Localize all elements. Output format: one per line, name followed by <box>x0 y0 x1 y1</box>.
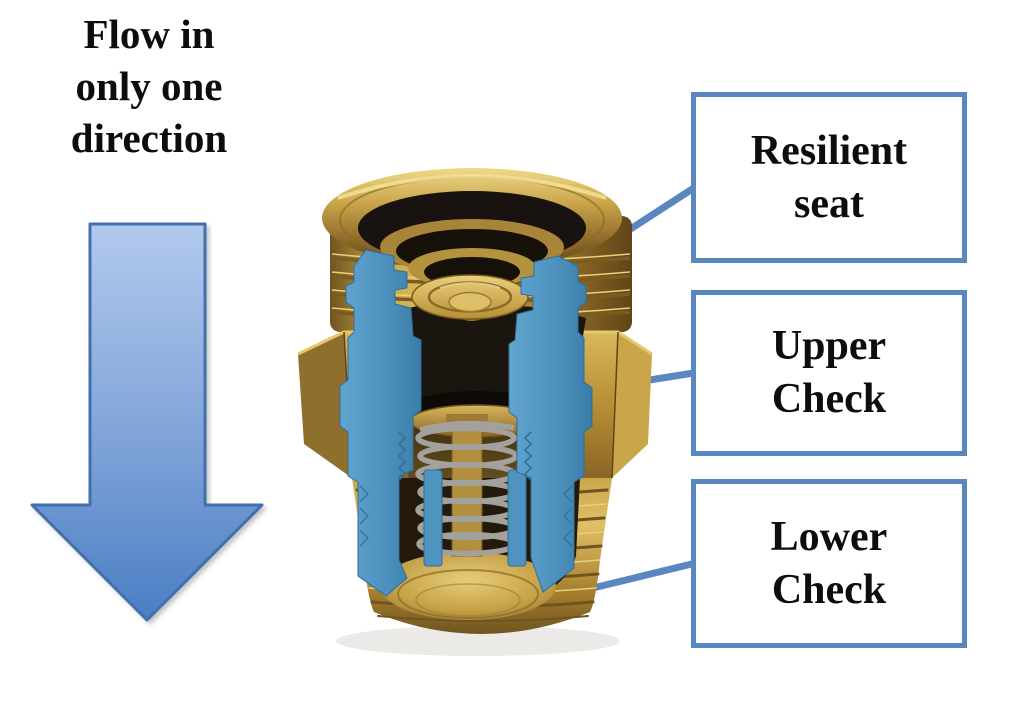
callout-lower-check-line-1: Lower <box>770 513 888 560</box>
flow-direction-line-3: direction <box>70 115 228 161</box>
flow-direction-line-1: Flow in <box>83 11 215 57</box>
callout-resilient-seat-line-1: Resilient <box>750 127 908 174</box>
check-valve-cutaway-image <box>297 168 653 656</box>
callout-lower-check-line-2: Check <box>771 566 887 613</box>
callout-resilient-seat: Resilient seat <box>691 92 967 263</box>
valve-seat-rings <box>380 219 564 288</box>
valve-upper-check-poppet <box>411 274 529 320</box>
callout-upper-check-line-2: Check <box>771 376 887 422</box>
flow-direction-label: Flow in only one direction <box>28 8 270 164</box>
valve-ground-shadow <box>336 626 620 656</box>
down-arrow-icon <box>30 222 264 622</box>
callout-resilient-seat-line-2: seat <box>794 180 864 227</box>
callout-upper-check-line-1: Upper <box>771 323 887 369</box>
callout-upper-check: Upper Check <box>691 290 967 456</box>
flow-direction-line-2: only one <box>75 63 223 109</box>
valve-guide-posts <box>423 469 527 567</box>
valve-cut-section-faces <box>339 249 593 597</box>
callout-lower-check: Lower Check <box>691 479 967 648</box>
